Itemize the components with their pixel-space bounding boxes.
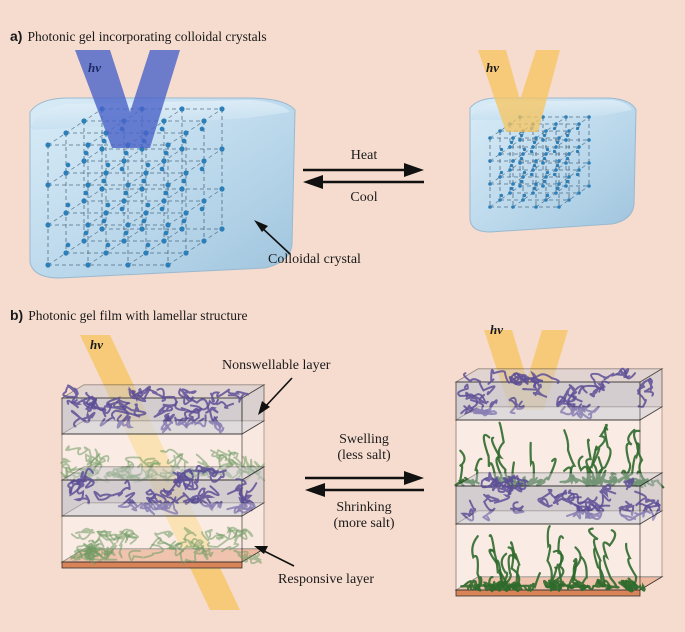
- responsive-pointer: [254, 546, 295, 567]
- panel-a-heading: a)Photonic gel incorporating colloidal c…: [10, 28, 267, 44]
- gel-block-large: [29, 97, 296, 279]
- panel-a-hv-left: hv: [88, 60, 101, 75]
- panel-b-hv-left: hv: [90, 337, 103, 352]
- colloidal-crystal-pointer: [254, 220, 291, 255]
- cool-label: Cool: [350, 190, 378, 205]
- swelling-label: Swelling(less salt): [337, 432, 391, 463]
- reversible-arrows-a: [303, 163, 424, 189]
- light-beam-blue: [75, 50, 180, 148]
- nonswellable-layer-label: Nonswellable layer: [222, 358, 331, 373]
- panel-b-heading: b)Photonic gel film with lamellar struct…: [10, 307, 248, 323]
- heat-label: Heat: [350, 148, 378, 163]
- lamellar-stack-right: [454, 367, 665, 597]
- reversible-arrows-b: [305, 471, 424, 497]
- colloidal-lattice-large: [45, 106, 225, 268]
- shrinking-label: Shrinking(more salt): [333, 500, 395, 531]
- responsive-layer-label: Responsive layer: [278, 572, 375, 587]
- colloidal-crystal-label: Colloidal crystal: [268, 252, 361, 267]
- panel-b-hv-right: hv: [490, 322, 503, 337]
- lamellar-stack-left: [60, 384, 266, 569]
- nonswellable-pointer: [258, 377, 293, 415]
- light-beam-yellow-a: [478, 50, 560, 132]
- gel-block-small: [469, 97, 637, 233]
- panel-a-hv-right: hv: [486, 60, 499, 75]
